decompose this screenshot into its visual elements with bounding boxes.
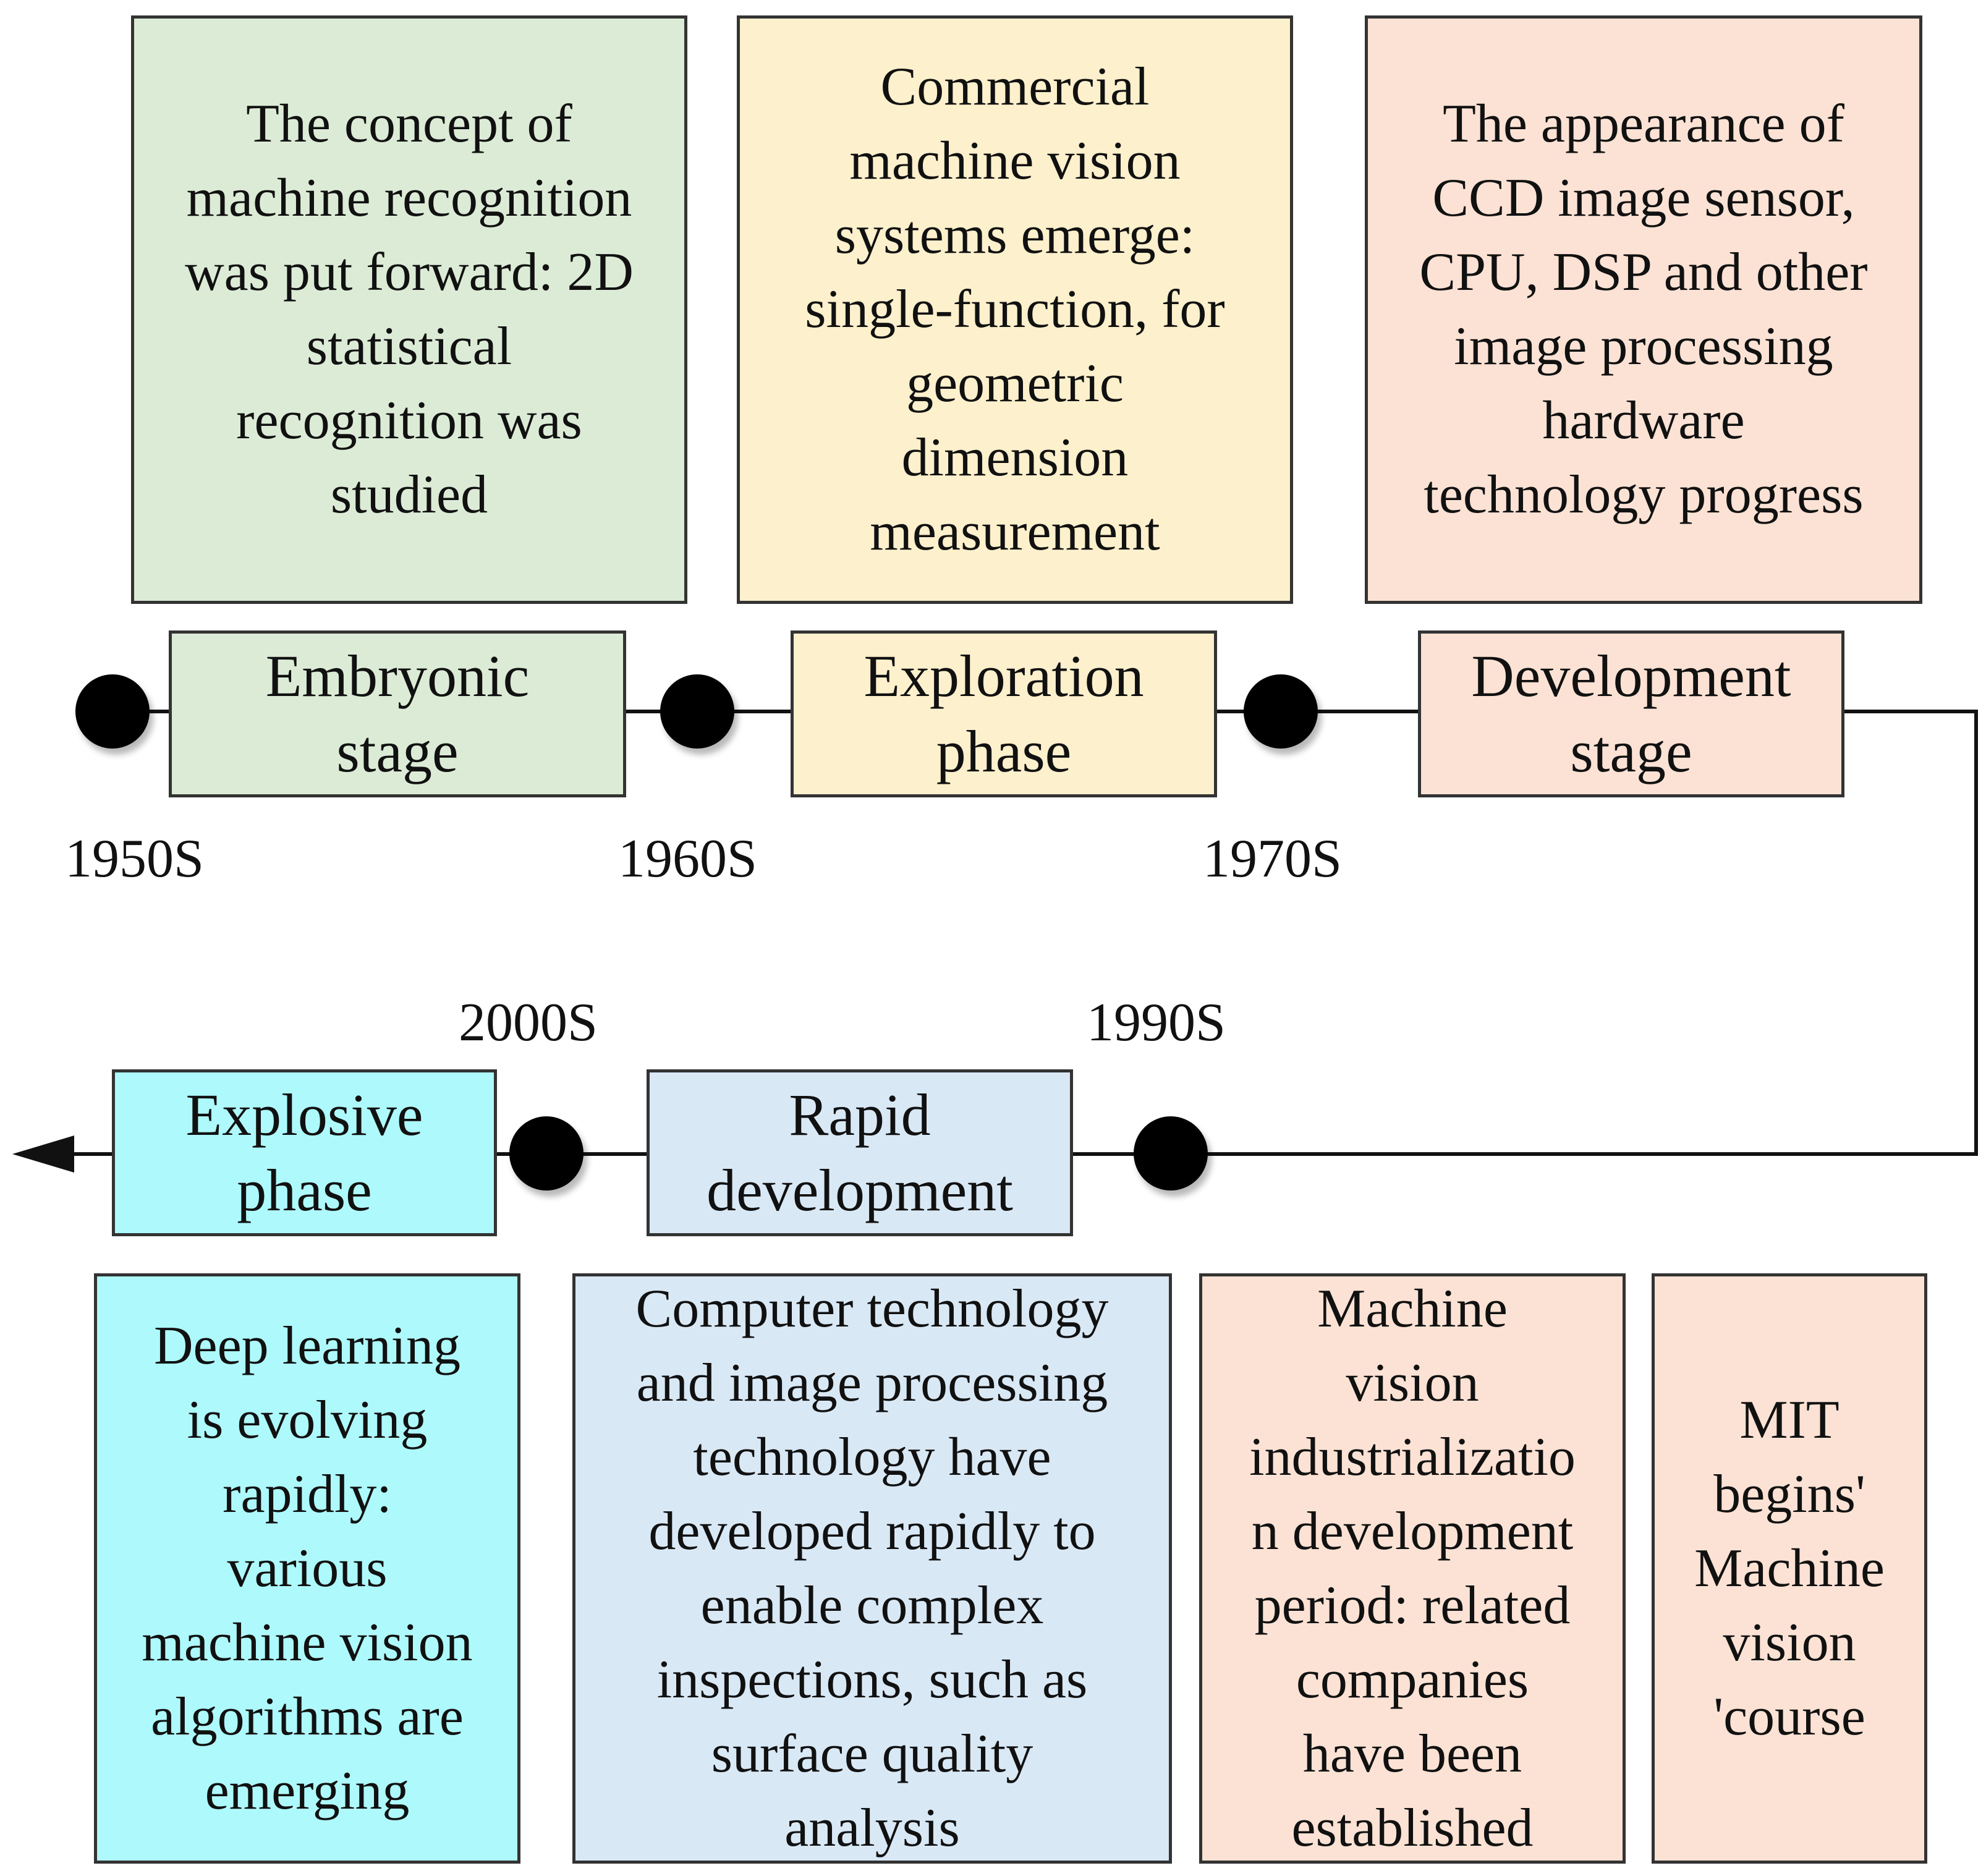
desc-box-embryonic: The concept of machine recognition was p… bbox=[131, 15, 687, 604]
timeline-right-connector bbox=[1974, 710, 1978, 1156]
timeline-dot-2000s bbox=[509, 1116, 583, 1191]
desc-text-exploration: Commercial machine vision systems emerge… bbox=[805, 57, 1225, 562]
desc-text-development: The appearance of CCD image sensor, CPU,… bbox=[1419, 94, 1868, 525]
stage-box-explosive: Explosive phase bbox=[112, 1069, 497, 1236]
stage-box-embryonic: Embryonic stage bbox=[169, 630, 626, 797]
desc-box-exploration: Commercial machine vision systems emerge… bbox=[737, 15, 1293, 604]
timeline-arrow-head bbox=[12, 1135, 74, 1173]
timeline-dot-1990s bbox=[1134, 1116, 1208, 1191]
desc-box-explosive: Deep learning is evolving rapidly: vario… bbox=[94, 1273, 520, 1864]
desc-box-development: The appearance of CCD image sensor, CPU,… bbox=[1365, 15, 1922, 604]
arrow-head-shape bbox=[12, 1135, 74, 1173]
year-label-1970s: 1970S bbox=[1203, 829, 1342, 889]
desc-box-industrialization: Machine vision industrializatio n develo… bbox=[1199, 1273, 1626, 1864]
stage-label-development: Development stage bbox=[1471, 643, 1791, 784]
stage-label-explosive: Explosive phase bbox=[185, 1082, 423, 1223]
stage-label-embryonic: Embryonic stage bbox=[265, 643, 530, 784]
desc-text-mit-course: MIT begins' Machine vision 'course bbox=[1694, 1390, 1885, 1747]
year-label-1950s: 1950S bbox=[65, 829, 204, 889]
stage-label-rapid-development: Rapid development bbox=[707, 1082, 1013, 1223]
desc-text-explosive: Deep learning is evolving rapidly: vario… bbox=[142, 1315, 473, 1821]
stage-label-exploration: Exploration phase bbox=[864, 643, 1144, 784]
desc-box-mit-course: MIT begins' Machine vision 'course bbox=[1652, 1273, 1927, 1864]
desc-text-rapid-development: Computer technology and image processing… bbox=[635, 1278, 1109, 1858]
desc-box-rapid-development: Computer technology and image processing… bbox=[572, 1273, 1172, 1864]
stage-box-rapid-development: Rapid development bbox=[647, 1069, 1073, 1236]
stage-box-development: Development stage bbox=[1418, 630, 1844, 797]
year-label-2000s: 2000S bbox=[459, 993, 598, 1053]
stage-box-exploration: Exploration phase bbox=[791, 630, 1217, 797]
desc-text-industrialization: Machine vision industrializatio n develo… bbox=[1249, 1278, 1576, 1858]
timeline-dot-1970s bbox=[1244, 674, 1318, 749]
year-label-1960s: 1960S bbox=[618, 829, 757, 889]
timeline-dot-1950s bbox=[75, 674, 150, 749]
desc-text-embryonic: The concept of machine recognition was p… bbox=[185, 94, 634, 525]
timeline-dot-1960s bbox=[660, 674, 734, 749]
year-label-1990s: 1990S bbox=[1087, 993, 1226, 1053]
